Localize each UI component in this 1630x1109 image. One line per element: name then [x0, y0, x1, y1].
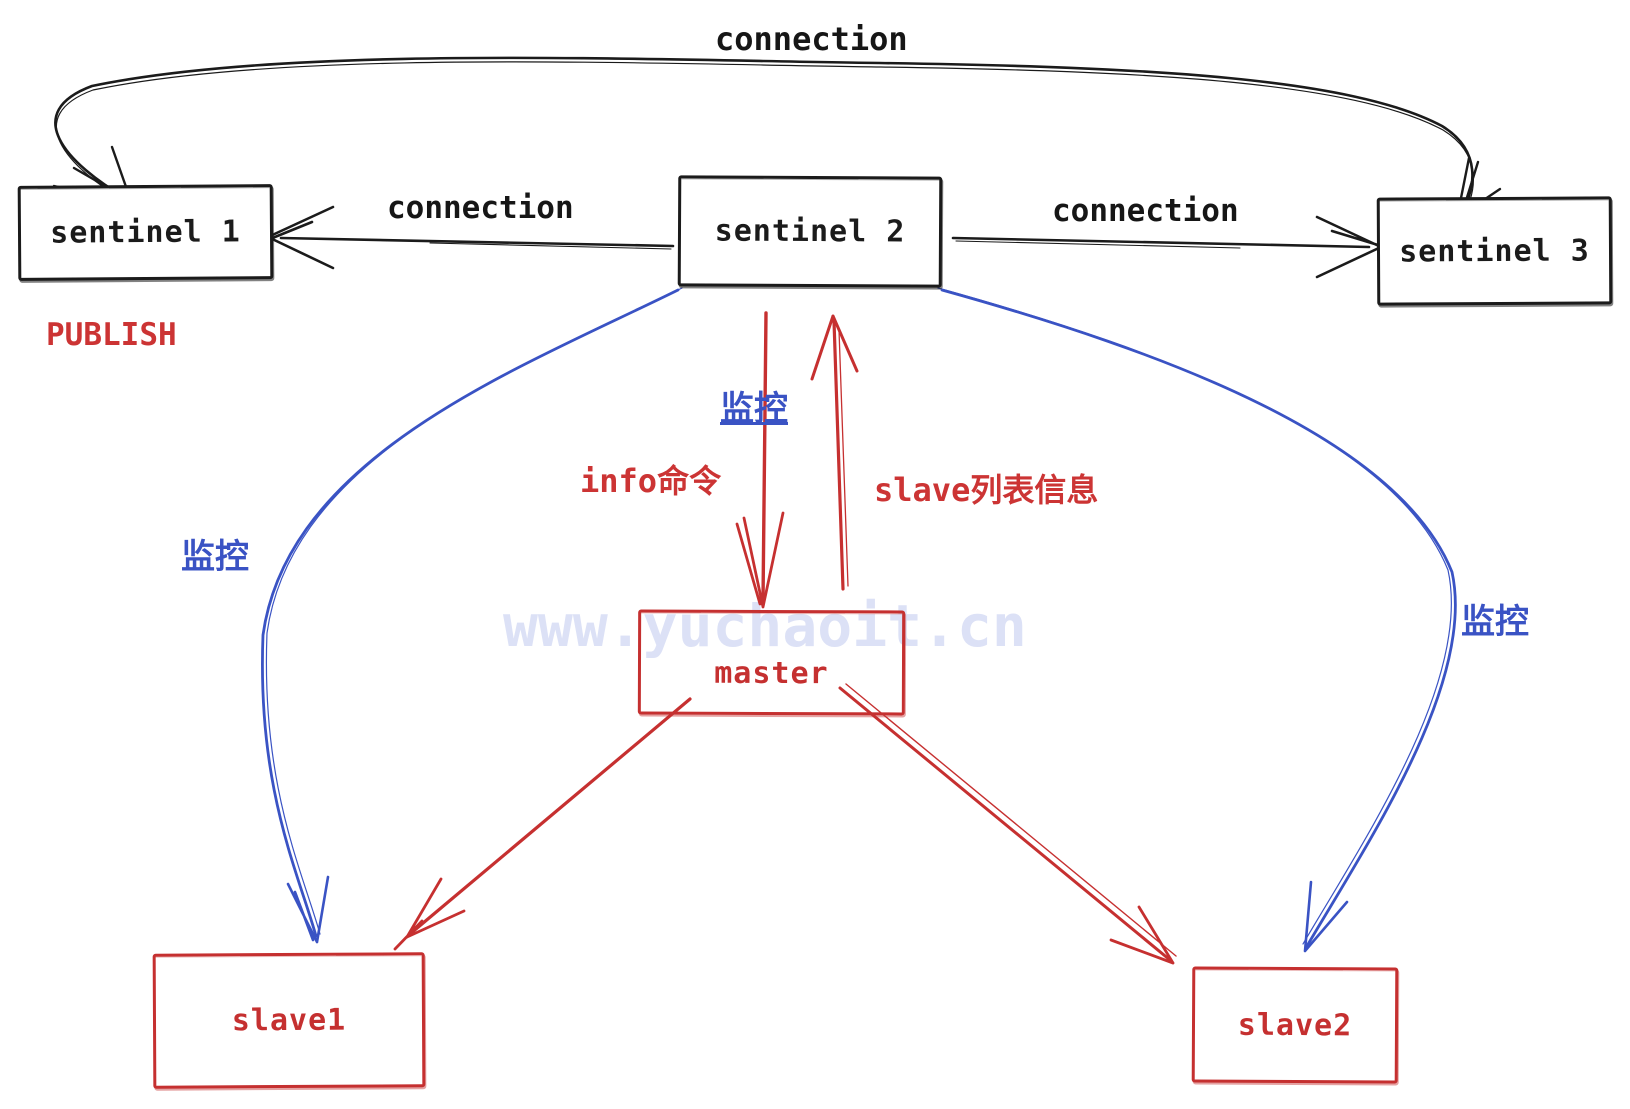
label-connection-top: connection: [715, 20, 908, 58]
label-monitor-center: 监控: [720, 389, 788, 429]
node-slave1-label: slave1: [231, 1002, 347, 1039]
master-to-slave1-arrow: [393, 697, 692, 951]
label-connection-left: connection: [387, 190, 574, 226]
node-sentinel-1-label: sentinel 1: [50, 214, 241, 251]
label-slave-list-info: slave列表信息: [874, 471, 1099, 509]
node-slave1: slave1: [152, 952, 426, 1089]
slave-list-arrow: [810, 314, 859, 591]
node-sentinel-2-label: sentinel 2: [714, 213, 906, 250]
connection-left-arrow: [266, 205, 675, 270]
label-info-command: info命令: [580, 462, 722, 500]
info-command-arrow: [735, 311, 785, 609]
label-monitor-left: 监控: [181, 537, 249, 577]
monitor-left-arrow: [261, 287, 683, 944]
node-sentinel-2: sentinel 2: [677, 175, 943, 288]
node-master: master: [637, 609, 906, 716]
master-to-slave2-arrow: [838, 683, 1177, 965]
node-master-label: master: [714, 655, 829, 692]
label-connection-right: connection: [1052, 193, 1239, 229]
label-publish: PUBLISH: [46, 317, 177, 353]
node-sentinel-1: sentinel 1: [17, 184, 274, 281]
node-sentinel-3: sentinel 3: [1376, 196, 1613, 306]
node-slave2-label: slave2: [1237, 1007, 1353, 1043]
node-sentinel-3-label: sentinel 3: [1399, 233, 1590, 269]
connection-right-arrow: [951, 215, 1383, 279]
label-monitor-right: 监控: [1461, 602, 1529, 642]
monitor-right-arrow: [937, 287, 1457, 953]
node-slave2: slave2: [1191, 966, 1399, 1084]
